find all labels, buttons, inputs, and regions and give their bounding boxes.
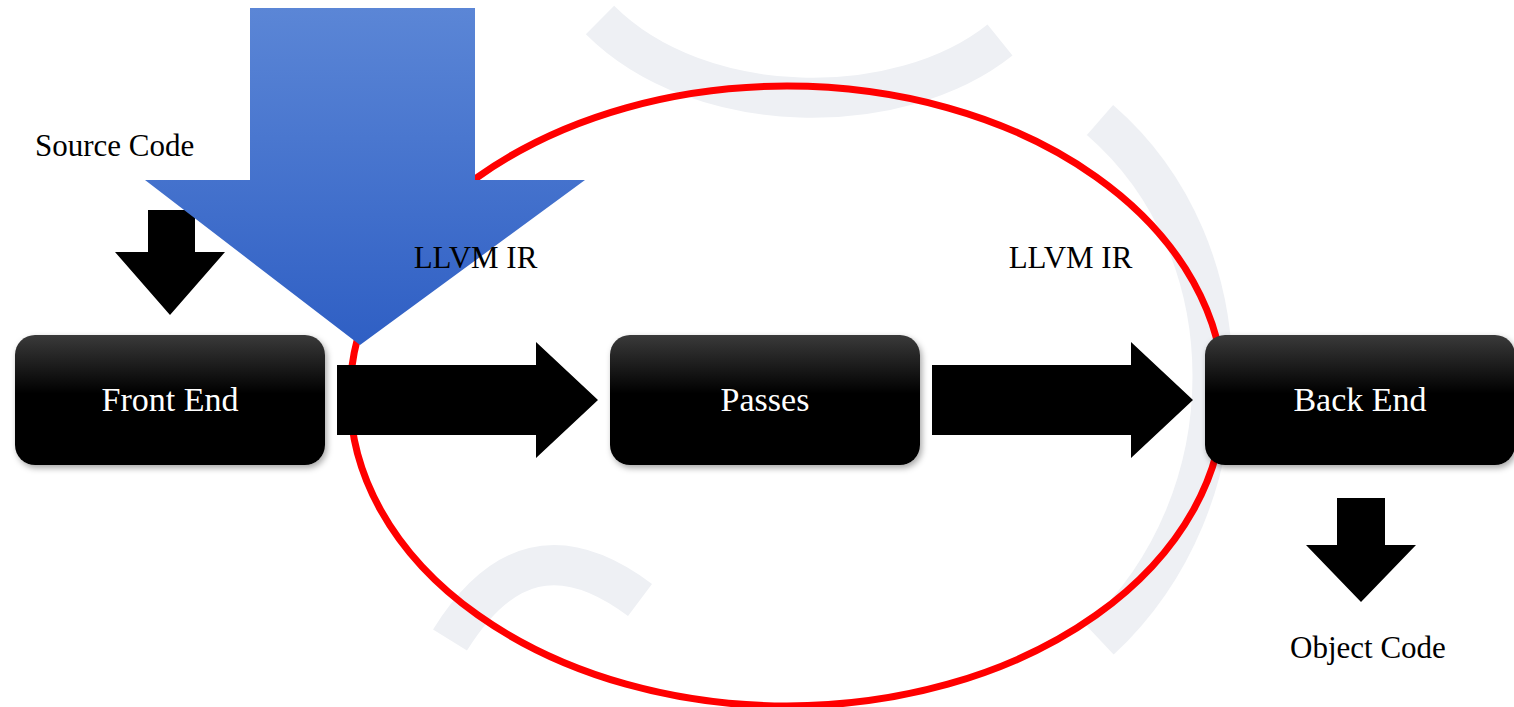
box-label: Front End [90,381,251,419]
process-box: Front End [15,335,325,465]
pointer-arrow [145,8,585,345]
box-label: Passes [709,381,822,419]
stage-label: Source Code [35,128,194,164]
process-box: Passes [610,335,920,465]
stage-label: Object Code [1290,630,1446,666]
edge-label: LLVM IR [1009,240,1133,276]
process-box: Back End [1205,335,1514,465]
box-label: Back End [1281,381,1438,419]
block-arrow [337,342,598,458]
watermark [450,20,1213,640]
down-arrow [1306,498,1416,602]
block-arrow [932,342,1193,458]
edge-label: LLVM IR [414,240,538,276]
